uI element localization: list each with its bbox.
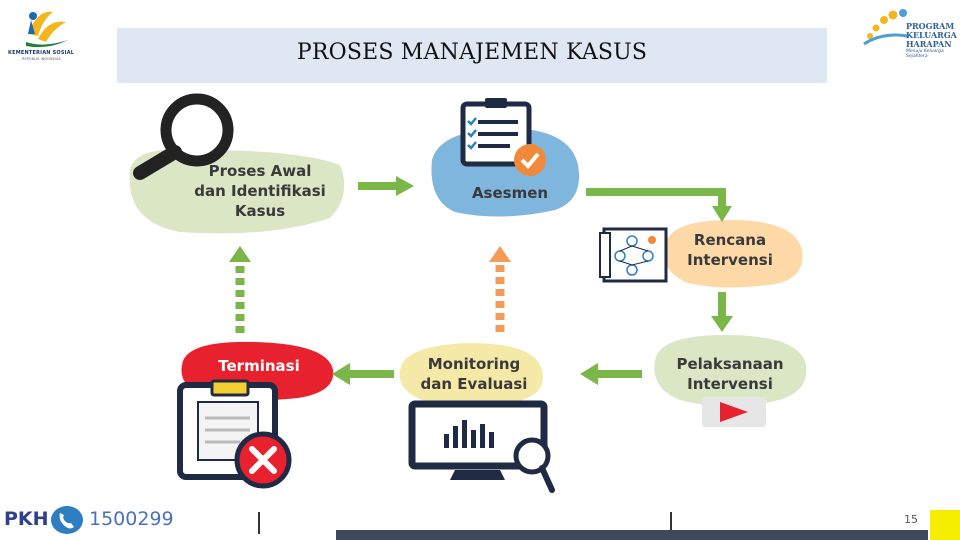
pkh-phone-number: 1500299 [89,508,174,530]
arrow-monitoring-to-terminasi [332,363,394,385]
monitoring-line1: Monitoring [427,355,521,373]
proses-awal-blob [129,149,345,234]
pelaksanaan-line2: Intervensi [687,375,773,393]
node-terminasi-label: Terminasi [184,356,334,376]
kemensos-emblem-icon [26,11,68,48]
kemensos-logo: KEMENTERIAN SOSIAL REPUBLIK INDONESIA [8,4,83,64]
arrow-asesmen-to-rencana [586,188,732,222]
monitoring-blob [399,343,543,406]
arrow-rencana-to-pelaksanaan [711,292,733,332]
footer-divider-right [670,512,672,534]
logo-left-line1: KEMENTERIAN SOSIAL [8,50,75,56]
terminasi-line1: Terminasi [218,357,300,375]
monitoring-line2: dan Evaluasi [420,375,528,393]
proses-awal-line1: Proses Awal [208,162,312,180]
flowchart-document-icon [599,227,668,283]
pelaksanaan-blob [654,335,807,406]
rencana-blob [664,220,803,288]
corner-accent [930,510,960,540]
page-number: 15 [904,513,918,526]
play-video-icon [702,397,766,427]
pkh-dots-icon [863,9,908,46]
monitor-chart-icon [408,400,555,493]
node-monitoring-label: Monitoring dan Evaluasi [400,354,548,394]
node-proses-awal-label: Proses Awal dan Identifikasi Kasus [160,161,360,221]
proses-awal-line3: Kasus [234,202,286,220]
proses-awal-line2: dan Identifikasi [194,182,326,200]
pkh-logo-words: PROGRAM KELUARGA HARAPAN Menuju Keluarga… [906,21,957,60]
pkh-footer-text: PKH [4,508,49,530]
logo-right-line2: KELUARGA [906,30,957,40]
node-pelaksanaan-label: Pelaksanaan Intervensi [650,354,810,394]
clipboard-cancel-icon [177,379,292,489]
node-asesmen-label: Asesmen [440,183,580,203]
pkh-program-logo: PROGRAM KELUARGA HARAPAN Menuju Keluarga… [862,6,957,64]
rencana-line1: Rencana [693,231,767,249]
dashed-arrow-terminasi-to-awal [229,246,251,333]
footer-divider-left [258,512,260,534]
dashed-arrow-monitoring-to-asesmen [489,246,511,332]
page-title: PROSES MANAJEMEN KASUS [296,40,648,65]
logo-right-line1: PROGRAM [906,21,955,31]
magnifier-icon [133,93,234,180]
node-rencana-label: Rencana Intervensi [670,230,790,270]
phone-icon [51,506,83,534]
rencana-line2: Intervensi [687,251,773,269]
logo-right-tagline: Menuju Keluarga Sejahtera [906,49,944,59]
logo-right-line3: HARAPAN [906,39,952,49]
pelaksanaan-line1: Pelaksanaan [676,355,784,373]
logo-left-line2: REPUBLIK INDONESIA [22,57,61,61]
asesmen-line1: Asesmen [471,184,549,202]
footer-bar [336,530,928,540]
arrow-awal-to-asesmen [358,176,414,196]
arrow-pelaksanaan-to-monitoring [580,363,642,385]
checklist-clipboard-icon [460,98,546,176]
title-bar [117,28,827,83]
